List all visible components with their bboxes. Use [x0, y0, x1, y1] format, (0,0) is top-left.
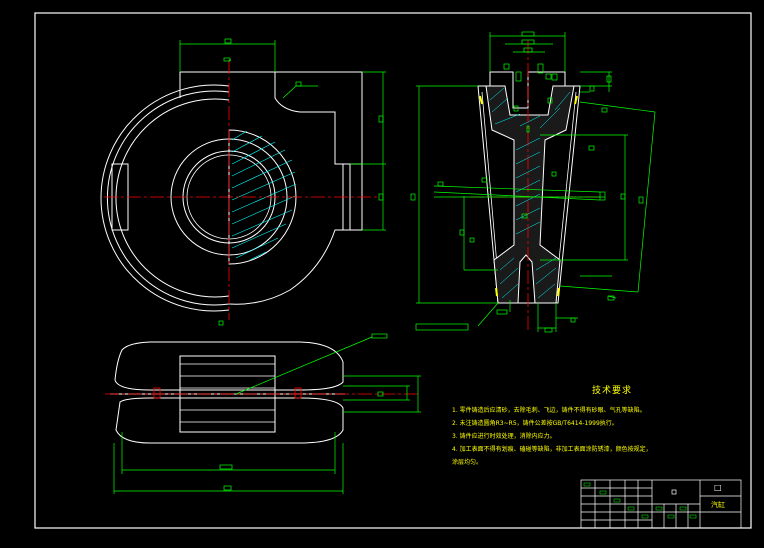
drawing-name: 汽缸: [711, 501, 725, 509]
requirement-item: 2. 未注铸造圆角R3~R5，铸件公差按GB/T6414-1999执行。: [452, 420, 618, 427]
requirement-item: 涂层均匀。: [452, 459, 483, 466]
sheet-border: [34, 12, 752, 529]
requirement-item: 1. 零件铸造后应清砂，去除毛刺、飞边，铸件不得有砂眼、气孔等缺陷。: [452, 407, 646, 414]
front-view: [105, 333, 421, 494]
plan-view: [100, 38, 386, 326]
technical-requirements: 技术要求 1. 零件铸造后应清砂，去除毛刺、飞边，铸件不得有砂眼、气孔等缺陷。 …: [452, 385, 752, 469]
title-block-cells: [583, 482, 697, 519]
title-block: [580, 479, 742, 529]
technical-requirements-heading: 技术要求: [591, 386, 632, 396]
requirement-item: 4. 加工表面不得有划痕、磕碰等缺陷，非加工表面涂防锈漆，颜色按规定，: [452, 446, 652, 453]
requirement-item: 3. 铸件应进行时效处理，消除内应力。: [452, 433, 556, 440]
title-block-mark: □: [714, 483, 722, 492]
section-view: [410, 31, 656, 333]
